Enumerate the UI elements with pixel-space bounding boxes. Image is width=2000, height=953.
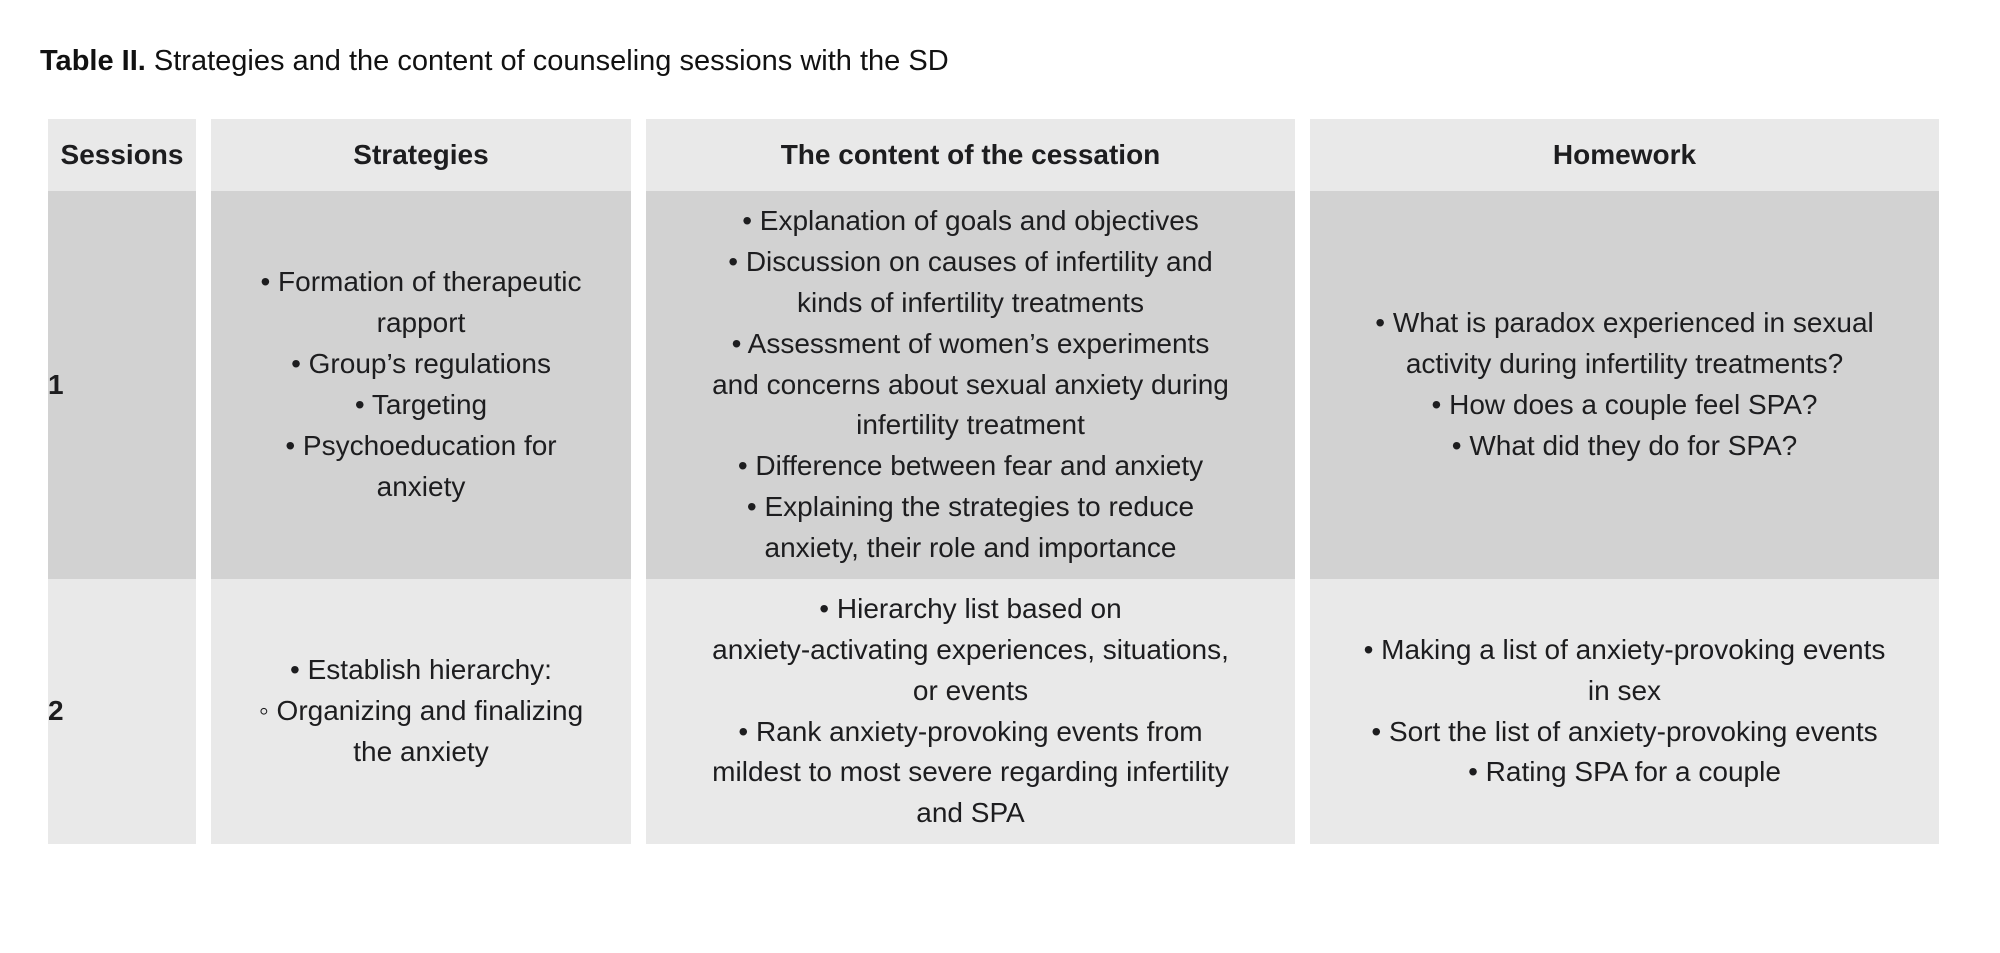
session-number: 2 <box>48 695 64 727</box>
bullet-item: • Formation of therapeutic rapport <box>260 266 582 339</box>
bullet-item: • What did they do for SPA? <box>1451 429 1798 461</box>
header-cell-homework: Homework <box>1310 119 1939 191</box>
header-cell-strategies: Strategies <box>211 119 631 191</box>
session-cell-1: 1 <box>48 191 196 579</box>
bullet-item: • How does a couple feel SPA? <box>1431 389 1818 420</box>
bullet-item: • Assessment of women’s experiments and … <box>712 327 1229 441</box>
counseling-sessions-table: Sessions Strategies The content of the c… <box>48 119 2000 844</box>
caption-label: Table II. <box>40 45 146 77</box>
bullet-item: • Rank anxiety-provoking events from mil… <box>712 715 1229 829</box>
content-cell-session1: • Explanation of goals and objectives • … <box>646 191 1295 579</box>
bullet-item: • What is paradox experienced in sexual … <box>1375 307 1874 380</box>
header-label-sessions: Sessions <box>60 138 184 170</box>
bullet-item: • Targeting <box>354 389 488 420</box>
bullet-item: • Hierarchy list based on anxiety-activa… <box>712 592 1229 706</box>
session-cell-2: 2 <box>48 579 196 844</box>
bullet-item: • Explanation of goals and objectives <box>742 205 1199 237</box>
session-number: 1 <box>48 368 64 400</box>
bullet-item: • Psychoeducation for anxiety <box>285 429 557 502</box>
strategies-cell-session1: • Formation of therapeutic rapport • Gro… <box>211 191 631 579</box>
header-cell-sessions: Sessions <box>48 119 196 191</box>
bullet-item: ◦ Organizing and finalizing the anxiety <box>258 695 584 767</box>
bullet-item: • Group’s regulations <box>291 348 551 380</box>
bullet-item: • Rating SPA for a couple <box>1468 756 1781 788</box>
bullet-item: • Difference between fear and anxiety <box>737 450 1204 482</box>
homework-cell-session1: • What is paradox experienced in sexual … <box>1310 191 1939 579</box>
strategies-cell-session2: • Establish hierarchy: ◦ Organizing and … <box>211 579 631 844</box>
content-cell-session2: • Hierarchy list based on anxiety-activa… <box>646 579 1295 844</box>
bullet-item: • Explaining the strategies to reduce an… <box>746 491 1195 564</box>
bullet-item: • Discussion on causes of infertility an… <box>728 245 1213 318</box>
header-label-homework: Homework <box>1552 138 1697 170</box>
bullet-item: • Making a list of anxiety-provoking eve… <box>1363 633 1886 706</box>
bullet-item: • Establish hierarchy: <box>290 654 552 686</box>
caption-text: Strategies and the content of counseling… <box>153 45 949 77</box>
header-label-content: The content of the cessation <box>780 138 1161 170</box>
header-label-strategies: Strategies <box>353 138 489 170</box>
header-cell-content: The content of the cessation <box>646 119 1295 191</box>
bullet-item: • Sort the list of anxiety-provoking eve… <box>1371 715 1878 747</box>
table-caption: Table II. Strategies and the content of … <box>40 44 2000 78</box>
homework-cell-session2: • Making a list of anxiety-provoking eve… <box>1310 579 1939 844</box>
